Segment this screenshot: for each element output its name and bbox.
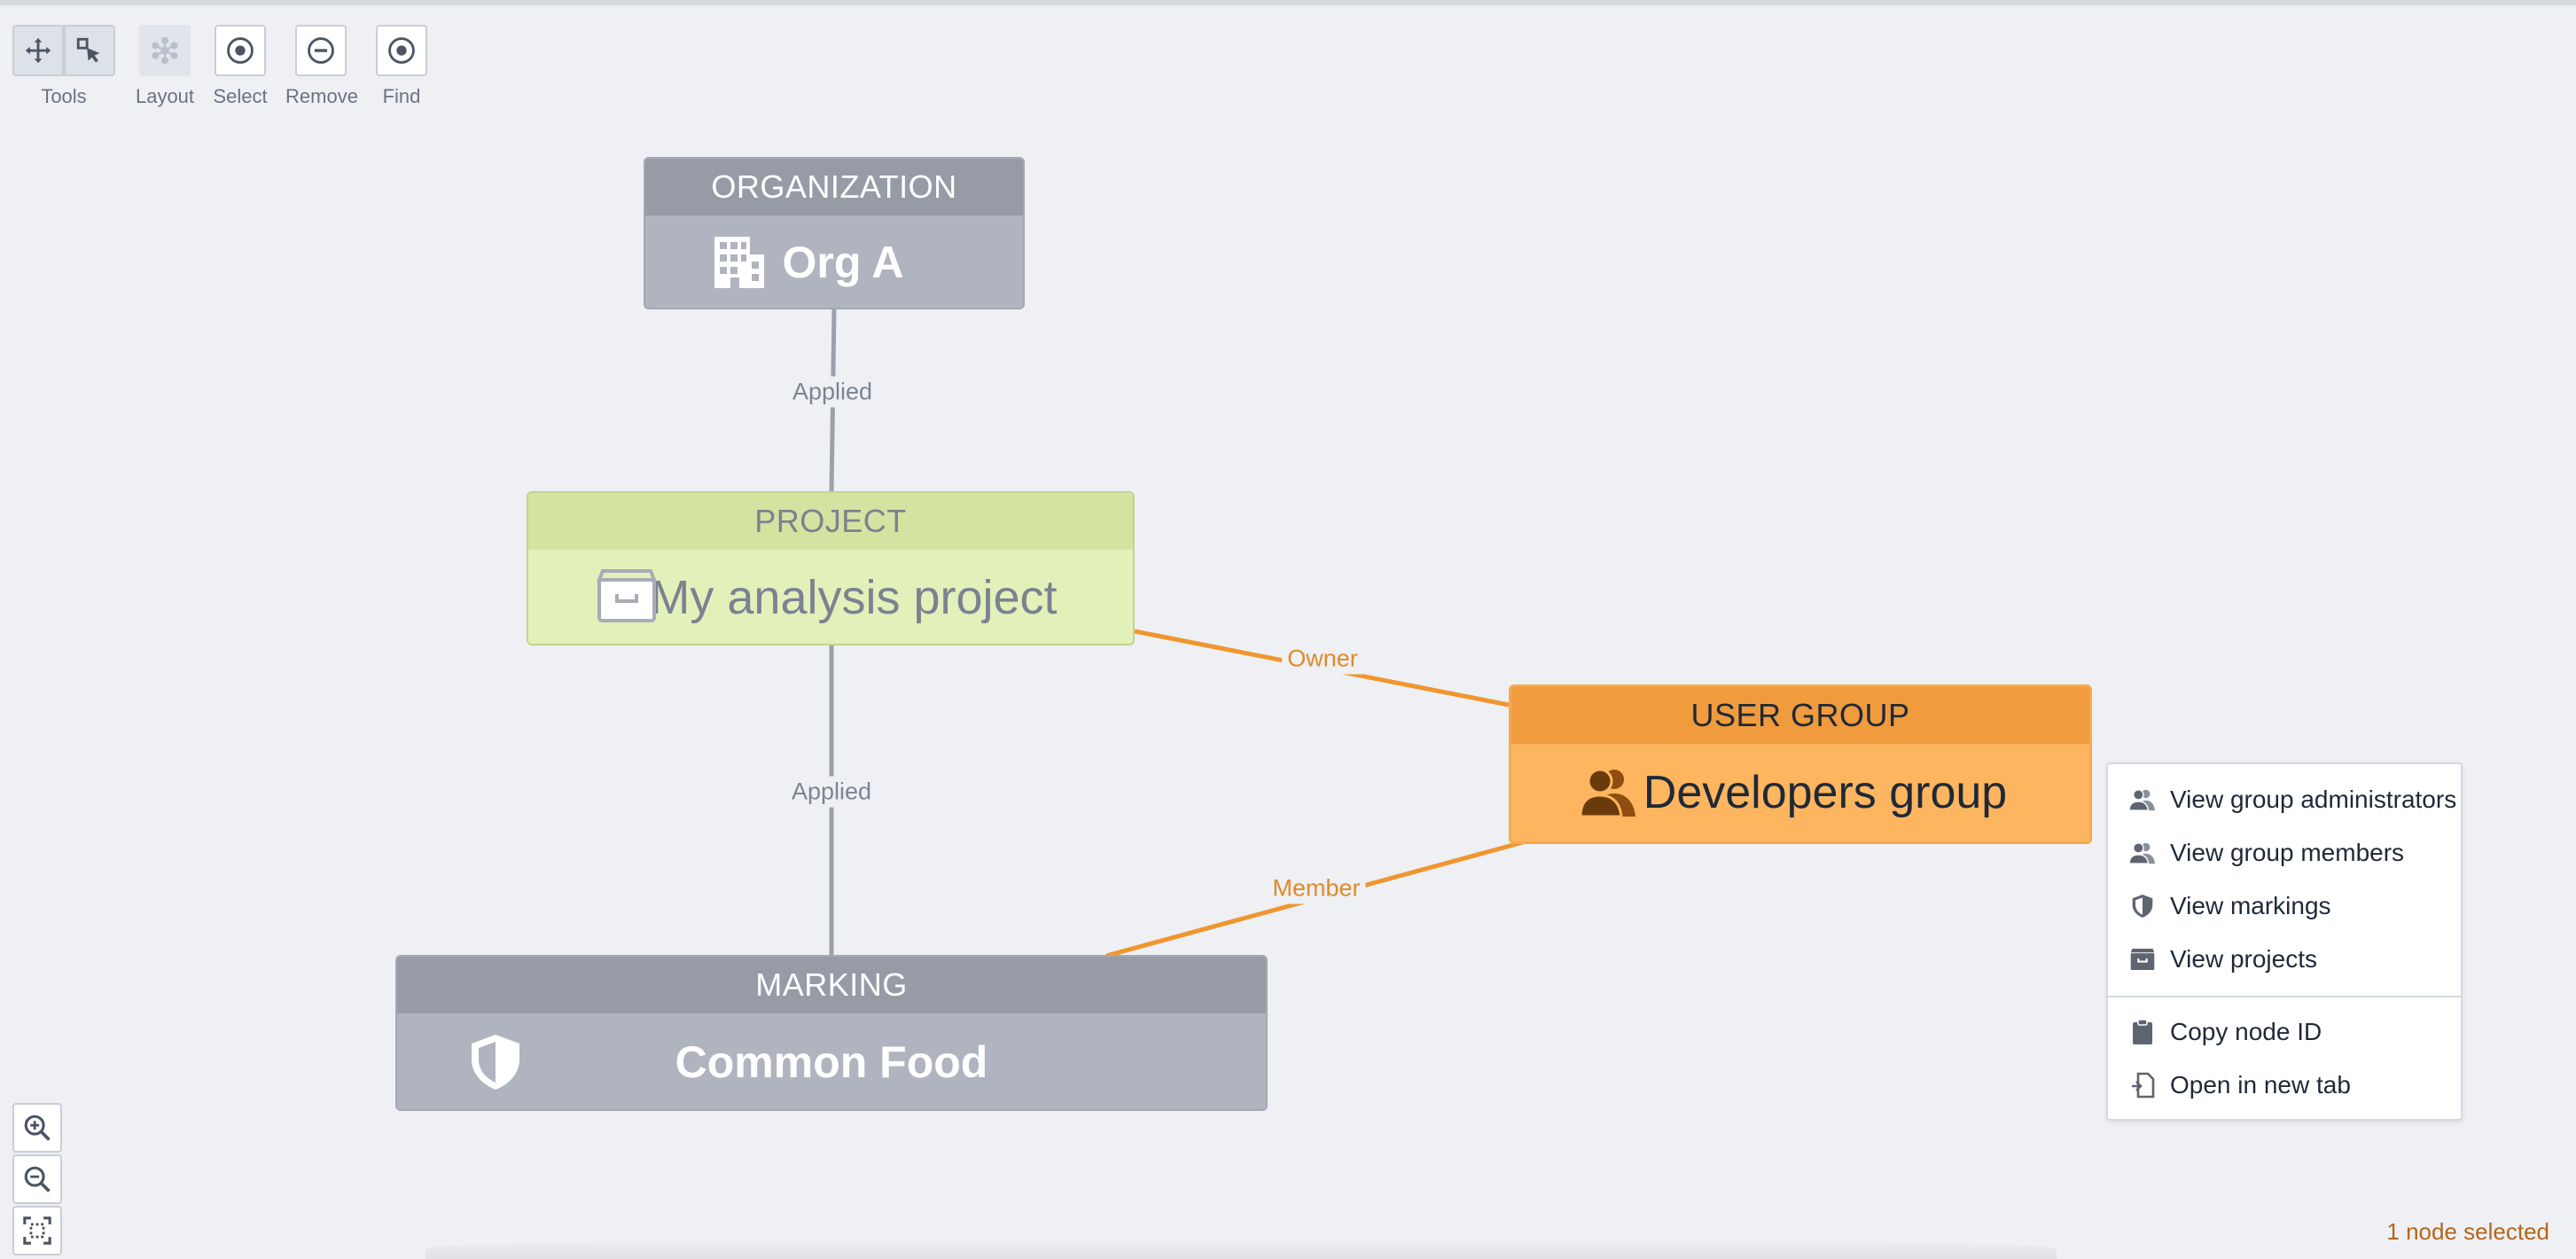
people-icon <box>2127 785 2158 815</box>
remove-button[interactable] <box>295 25 347 76</box>
menu-item-view-markings[interactable]: View markings <box>2108 881 2461 931</box>
menu-item-label: View group administrators <box>2170 786 2457 813</box>
node-type-label: PROJECT <box>528 493 1133 550</box>
menu-item-label: View group members <box>2170 839 2405 866</box>
bottom-panel-shadow <box>425 1238 2057 1259</box>
zoom-in-button[interactable] <box>12 1103 62 1153</box>
organization-node[interactable]: ORGANIZATION Org A <box>644 157 1025 309</box>
user-group-node[interactable]: USER GROUP Developers group <box>1509 684 2092 844</box>
selection-status: 1 node selected <box>2386 1218 2549 1245</box>
move-icon <box>25 37 51 64</box>
select-button[interactable] <box>215 25 266 76</box>
menu-item-label: Open in new tab <box>2170 1071 2351 1099</box>
menu-item-open-in-new-tab[interactable]: Open in new tab <box>2108 1060 2461 1110</box>
fit-screen-icon <box>23 1216 51 1245</box>
select-cursor-icon <box>76 37 100 63</box>
context-menu: View group administrators View group mem… <box>2106 762 2463 1121</box>
menu-item-label: Copy node ID <box>2170 1018 2322 1045</box>
fit-to-screen-button[interactable] <box>12 1206 62 1255</box>
edge-label-org-project: Applied <box>786 376 878 408</box>
edge-label-project-group: Owner <box>1282 643 1363 675</box>
minus-circle-icon <box>308 37 334 64</box>
find-button[interactable] <box>376 25 427 76</box>
shield-icon <box>2127 891 2158 921</box>
zoom-out-button[interactable] <box>12 1154 62 1204</box>
archive-box-icon <box>2127 944 2158 974</box>
clipboard-icon <box>2127 1017 2158 1047</box>
zoom-in-icon <box>24 1114 51 1141</box>
pan-tool-button[interactable] <box>12 25 64 76</box>
shield-icon <box>468 1033 523 1091</box>
building-icon <box>711 233 768 292</box>
layout-button[interactable] <box>139 25 191 76</box>
menu-item-label: View projects <box>2170 945 2318 973</box>
menu-item-view-group-members[interactable]: View group members <box>2108 828 2461 878</box>
node-type-label: MARKING <box>397 957 1266 1013</box>
select-tool-button[interactable] <box>64 25 115 76</box>
open-external-icon <box>2127 1070 2158 1100</box>
node-name: Developers group <box>1643 767 2008 818</box>
node-type-label: USER GROUP <box>1511 687 2089 744</box>
menu-item-copy-node-id[interactable]: Copy node ID <box>2108 1007 2461 1057</box>
node-name: Org A <box>782 238 904 287</box>
select-label: Select <box>213 85 268 107</box>
target-icon <box>227 37 254 64</box>
menu-item-view-group-administrators[interactable]: View group administrators <box>2108 775 2461 825</box>
tools-label: Tools <box>41 85 87 107</box>
edge-label-group-marking: Member <box>1267 872 1366 904</box>
remove-label: Remove <box>285 85 358 107</box>
node-name: Common Food <box>675 1037 988 1087</box>
top-border <box>0 0 2576 5</box>
node-name: My analysis project <box>650 571 1058 624</box>
archive-box-icon <box>596 567 658 624</box>
zoom-out-icon <box>24 1166 51 1193</box>
find-label: Find <box>382 85 421 107</box>
target-icon <box>388 37 415 64</box>
edge-label-project-marking: Applied <box>785 776 878 808</box>
menu-item-label: View markings <box>2170 892 2331 919</box>
marking-node[interactable]: MARKING Common Food <box>395 955 1268 1111</box>
layout-icon <box>152 36 178 65</box>
layout-label: Layout <box>135 85 195 107</box>
people-icon <box>1579 765 1639 818</box>
people-icon <box>2127 838 2158 868</box>
node-type-label: ORGANIZATION <box>645 159 1023 215</box>
menu-item-view-projects[interactable]: View projects <box>2108 934 2461 984</box>
project-node[interactable]: PROJECT My analysis project <box>527 491 1135 645</box>
menu-separator <box>2108 996 2461 997</box>
